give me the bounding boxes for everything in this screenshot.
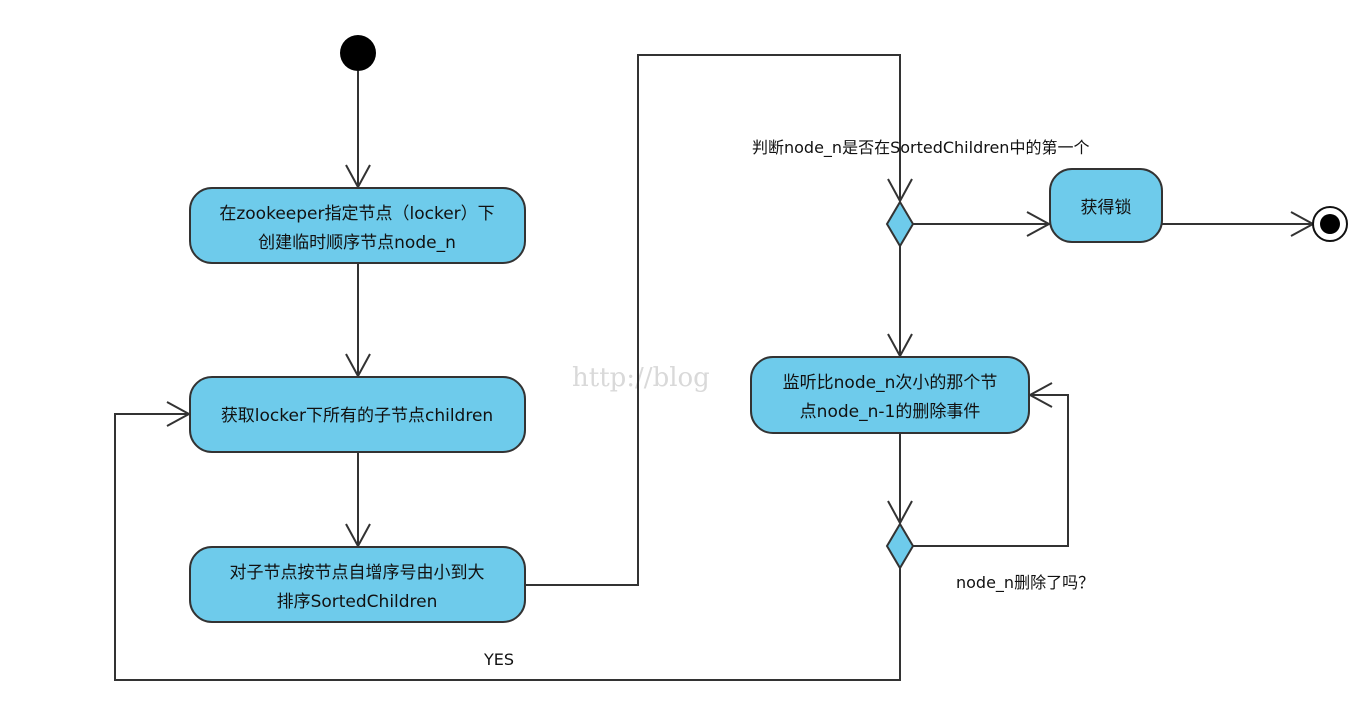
arrowhead-yes-children: [166, 401, 192, 427]
node-watch-line1: 监听比node_n次小的那个节: [783, 373, 998, 393]
node-sort-children: 对子节点按节点自增序号由小到大 排序SortedChildren: [189, 546, 526, 623]
node-get-children-label: 获取locker下所有的子节点children: [221, 406, 493, 426]
node-create-line2: 创建临时顺序节点node_n: [258, 233, 456, 253]
node-get-children: 获取locker下所有的子节点children: [189, 376, 526, 453]
decision-deleted: [885, 522, 915, 570]
node-sort-line1: 对子节点按节点自增序号由小到大: [230, 563, 485, 583]
watermark: http://blog: [572, 363, 710, 393]
node-acquire-label: 获得锁: [1081, 198, 1132, 218]
arrowhead-acquire: [1026, 211, 1052, 237]
decision-deleted-label: node_n删除了吗？: [956, 573, 1094, 593]
node-create-line1: 在zookeeper指定节点（locker）下: [219, 204, 494, 224]
edge-sort-to-decision-first: [525, 54, 901, 586]
end-node: [1312, 206, 1348, 242]
arrowhead-loop-watch: [1027, 382, 1053, 408]
node-acquire-lock: 获得锁: [1049, 168, 1163, 243]
node-watch-predecessor: 监听比node_n次小的那个节 点node_n-1的删除事件: [750, 356, 1030, 434]
edge-loop-to-watch: [913, 394, 1069, 547]
edge-yes-to-children: [114, 413, 901, 681]
node-create-ephemeral-sequential: 在zookeeper指定节点（locker）下 创建临时顺序节点node_n: [189, 187, 526, 264]
start-node: [340, 35, 376, 71]
yes-label: YES: [483, 650, 514, 669]
node-watch-line2: 点node_n-1的删除事件: [800, 402, 981, 422]
decision-first-label: 判断node_n是否在SortedChildren中的第一个: [752, 138, 1089, 158]
decision-first: [885, 200, 915, 248]
node-sort-line2: 排序SortedChildren: [277, 592, 438, 612]
